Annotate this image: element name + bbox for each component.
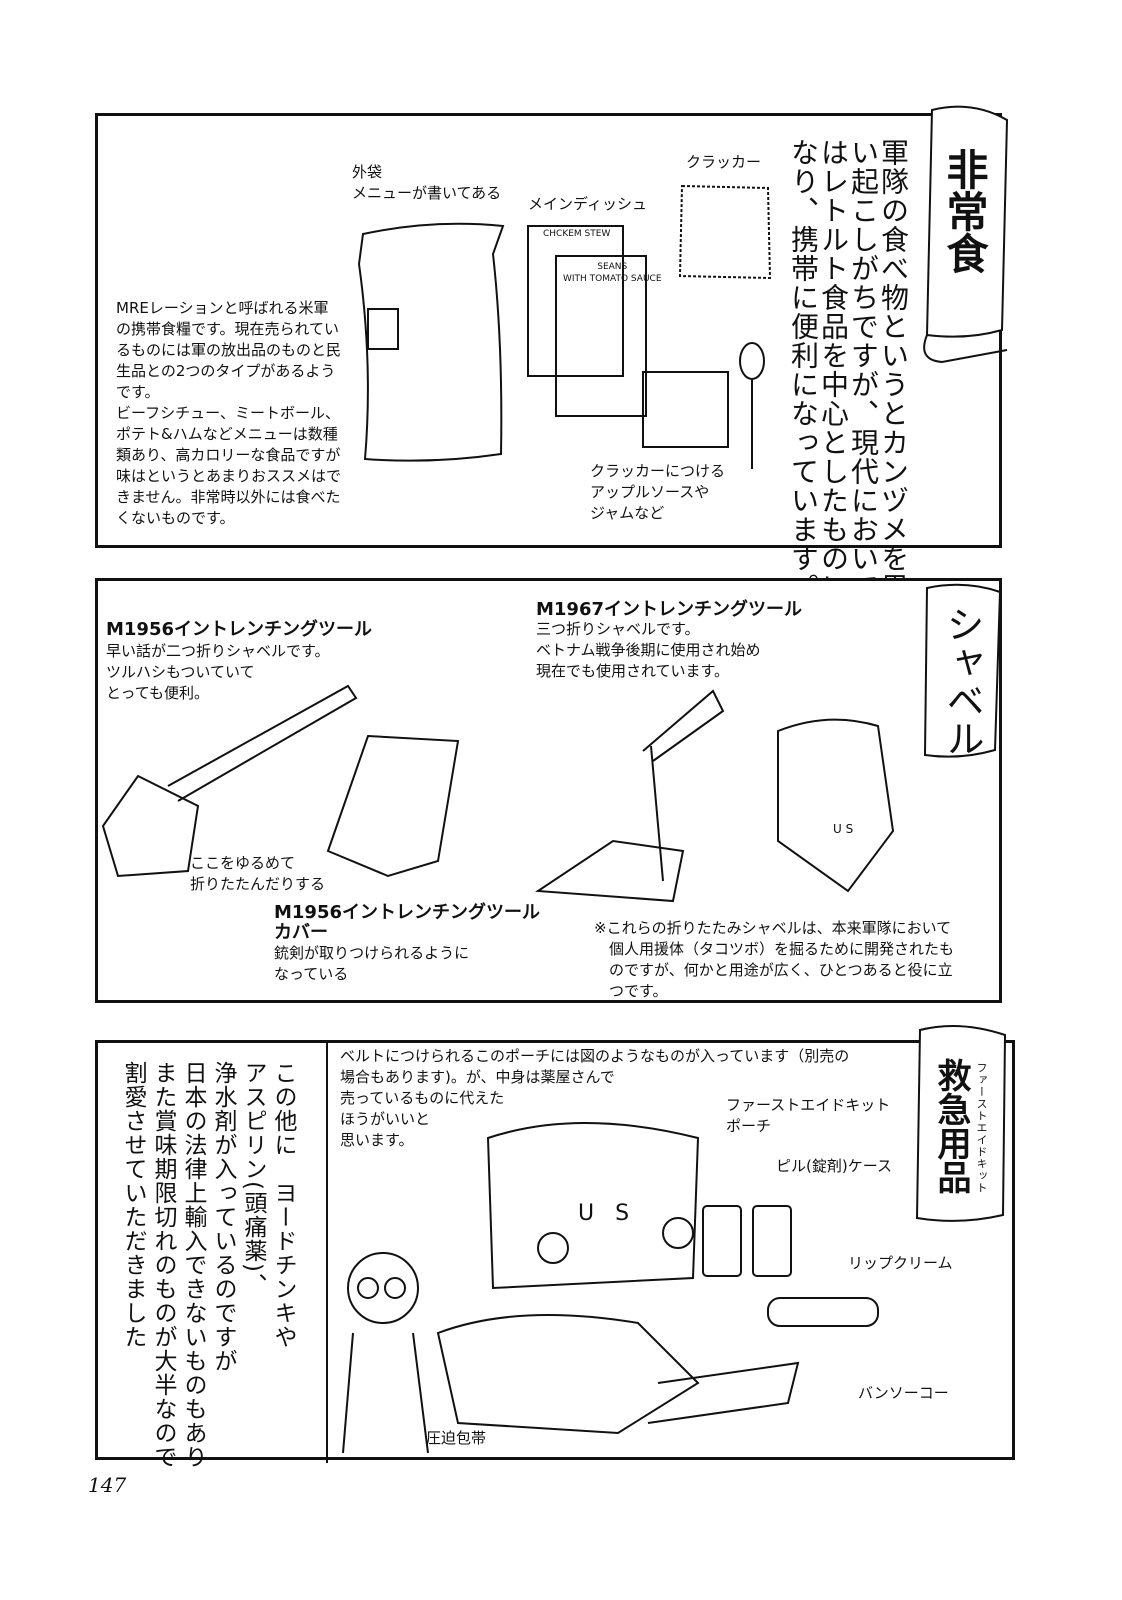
outer-bag-illustration bbox=[357, 222, 505, 462]
bandage-label: 圧迫包帯 bbox=[426, 1429, 487, 1447]
section-title-ruby: ファーストエイドキット bbox=[975, 1062, 988, 1194]
lip-cream-illustration bbox=[767, 1297, 879, 1327]
cracker-illustration bbox=[678, 184, 772, 280]
box1-label: CHCKEM STEW bbox=[543, 229, 611, 239]
cover-title: M1956イントレンチングツール カバー bbox=[274, 902, 541, 943]
footnote: ※これらの折りたたみシャベルは、本来軍隊において 個人用援体（タコツボ）を掘るた… bbox=[594, 919, 955, 1000]
m1967-description: 三つ折りシャベルです。 ベトナム戦争後期に使用され始め 現在でも使用されています… bbox=[536, 620, 761, 680]
cover-us-mark: U S bbox=[833, 822, 854, 836]
panel-first-aid: この他に ヨードチンキや アスピリン(頭痛薬)、 浄水剤が入っているのですが 日… bbox=[95, 1040, 1015, 1469]
character-illustration bbox=[342, 1252, 429, 1454]
cracker-label: クラッカー bbox=[686, 153, 762, 171]
main-dish-boxes-illustration bbox=[527, 225, 729, 448]
bandage-illustration bbox=[436, 1314, 800, 1435]
section-title: 非常食 bbox=[940, 148, 989, 274]
m1967-shovel-illustration bbox=[535, 689, 725, 903]
cover-description: 銃剣が取りつけられるように なっている bbox=[274, 944, 470, 983]
outer-bag-label: 外袋 メニューが書いてある bbox=[352, 163, 502, 202]
title-scroll-first-aid: 救急用品 ファーストエイドキット bbox=[905, 1020, 1015, 1240]
divider-line bbox=[326, 1043, 328, 1463]
lip-cream-label: リップクリーム bbox=[848, 1254, 953, 1272]
title-scroll-emergency-food: 非常食 bbox=[912, 100, 1012, 370]
m1956-title: M1956イントレンチングツール bbox=[106, 619, 373, 640]
bandaid-label: バンソーコー bbox=[858, 1384, 949, 1402]
panel-shovel: M1956イントレンチングツール 早い話が二つ折りシャベルです。 ツルハシもつい… bbox=[95, 578, 1002, 1003]
spread-label: クラッカーにつける アップルソースや ジャムなど bbox=[590, 462, 726, 522]
section-title: 救急用品 bbox=[931, 1058, 971, 1194]
page-number: 147 bbox=[88, 1473, 127, 1497]
pouch-us-mark: U S bbox=[578, 1201, 630, 1226]
m1967-title: M1967イントレンチングツール bbox=[536, 599, 803, 620]
first-aid-pouch-illustration bbox=[486, 1122, 700, 1290]
pill-cases-illustration bbox=[702, 1205, 792, 1277]
pill-case-label: ピル(錠剤)ケース bbox=[776, 1157, 892, 1175]
intro-vertical-text: 軍隊の食べ物というとカンヅメを思 い起こしがちですが、現代において はレトルト食… bbox=[787, 138, 910, 602]
fold-note: ここをゆるめて 折りたたんだりする bbox=[190, 854, 326, 893]
m1956-shovel-illustration bbox=[101, 684, 358, 878]
spoon-illustration bbox=[739, 342, 765, 469]
pouch-label: ファーストエイドキット ポーチ bbox=[726, 1096, 891, 1135]
box2-label: SEANS WITH TOMATO SAUCE bbox=[563, 262, 662, 284]
mre-description: MREレーションと呼ばれる米軍 の携帯食糧です。現在売られてい るものには軍の放… bbox=[116, 299, 342, 527]
side-vertical-text: この他に ヨードチンキや アスピリン(頭痛薬)、 浄水剤が入っているのですが 日… bbox=[120, 1061, 296, 1469]
section-title: シャベル bbox=[940, 605, 984, 757]
m1956-description: 早い話が二つ折りシャベルです。 ツルハシもついていて とっても便利。 bbox=[106, 642, 330, 702]
intro-text: ベルトにつけられるこのポーチには図のようなものが入っています（別売の 場合もあり… bbox=[340, 1047, 850, 1149]
m1967-cover-illustration bbox=[777, 718, 895, 893]
title-scroll-shovel: シャベル bbox=[915, 580, 1005, 770]
m1956-cover-illustration bbox=[326, 734, 460, 878]
panel-emergency-food: 外袋 メニューが書いてある メインディッシュ クラッカー クラッカーにつける ア… bbox=[95, 113, 1002, 602]
main-dish-label: メインディッシュ bbox=[528, 195, 647, 213]
